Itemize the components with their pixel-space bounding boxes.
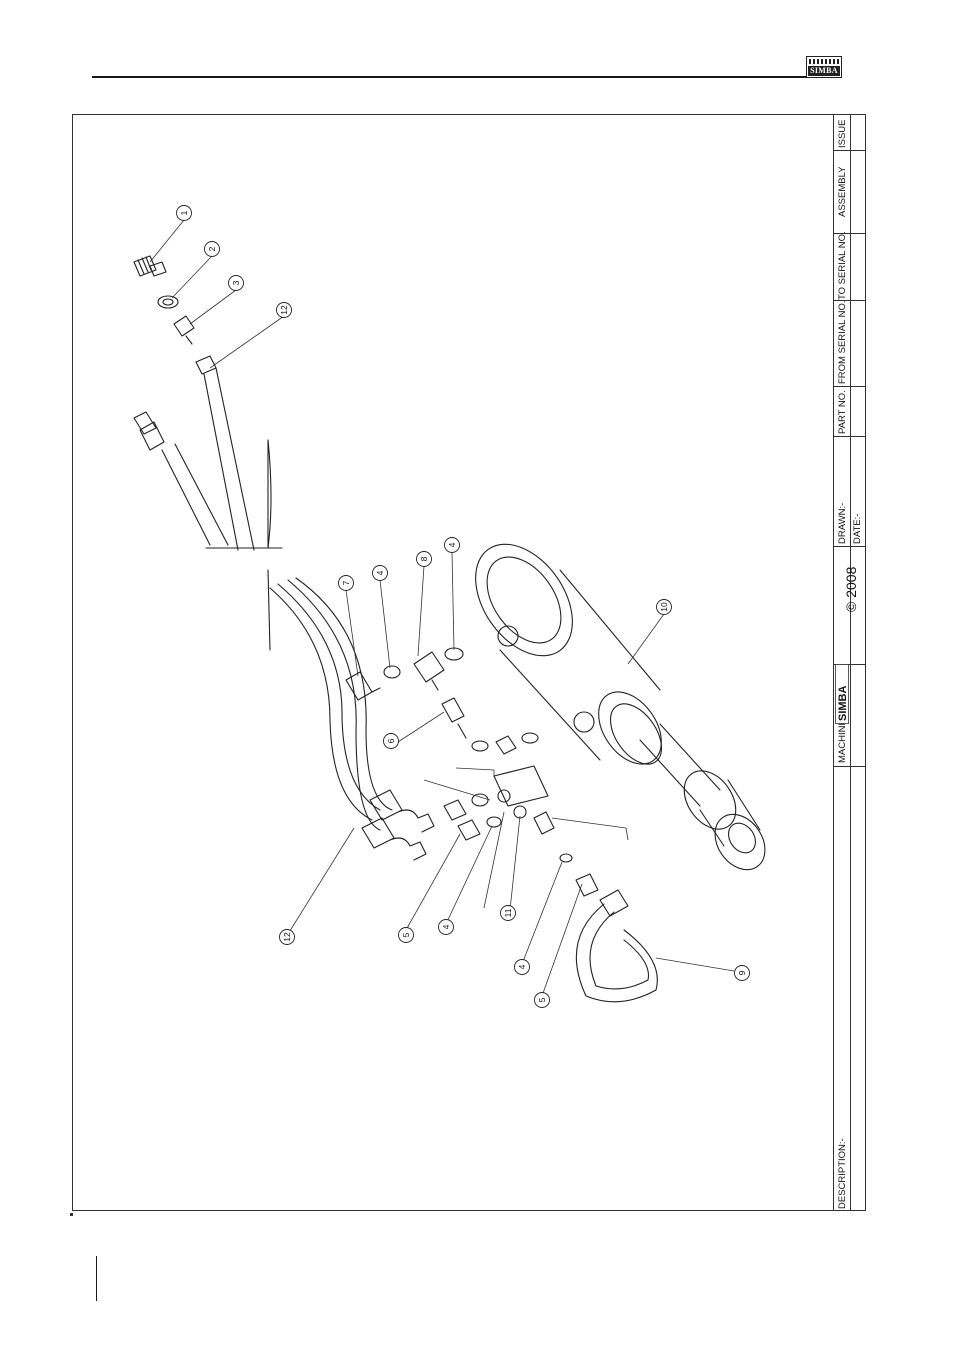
callout-balloon: 10 [657, 600, 672, 615]
valve-port [498, 790, 510, 802]
tee-fitting [414, 652, 444, 690]
callout-balloon: 4 [445, 538, 460, 553]
hose-upper [204, 368, 254, 550]
hose-upper-2 [162, 444, 228, 545]
callout-balloon: 12 [277, 303, 292, 318]
callout-number: 1 [179, 210, 189, 215]
callout-balloon: 9 [735, 966, 750, 981]
callout-balloon: 2 [205, 242, 220, 257]
callout-balloon: 3 [229, 276, 244, 291]
adaptor-fitting [496, 736, 516, 754]
quick-coupler [134, 256, 166, 276]
seal-ring-lower [472, 741, 488, 751]
callout-number: 2 [207, 246, 217, 251]
callout-number: 5 [537, 997, 547, 1002]
callout-number: 3 [231, 280, 241, 285]
callout-balloon: 11 [501, 906, 516, 921]
callout-balloon: 8 [417, 552, 432, 567]
callout-number: 11 [503, 908, 513, 917]
washer [158, 296, 178, 308]
washer-hole [163, 299, 173, 305]
seal-ring-side [522, 733, 538, 743]
valve-outlet [534, 812, 554, 834]
hose-loop-inner [590, 912, 649, 989]
callout-balloon: 6 [384, 734, 399, 749]
callout-balloon: 5 [535, 993, 550, 1008]
callout-number: 8 [419, 556, 429, 561]
callout-balloon: 1 [177, 206, 192, 221]
hose-end-elbow-b [362, 818, 426, 860]
callout-balloon: 4 [373, 566, 388, 581]
callout-number: 4 [375, 570, 385, 575]
seal-ring [384, 666, 400, 678]
callout-number: 6 [386, 738, 396, 743]
callout-number: 4 [441, 924, 451, 929]
callout-number: 12 [282, 932, 292, 942]
callout-balloon: 4 [515, 960, 530, 975]
callout-number: 10 [659, 602, 669, 612]
hose-end-elbow-a [370, 790, 434, 832]
adaptor [174, 316, 194, 344]
fitting [444, 800, 466, 820]
callout-number: 9 [737, 970, 747, 975]
break-line-lower [268, 570, 270, 650]
seal [472, 794, 488, 806]
hose-loop [576, 904, 657, 1002]
hose-lower-b-edge [296, 578, 392, 810]
callout-number: 5 [401, 932, 411, 937]
callout-balloon: 7 [339, 576, 354, 591]
hose-ferrule [196, 356, 216, 374]
callout-number: 12 [279, 305, 289, 315]
fitting [458, 820, 480, 840]
callout-number: 4 [517, 964, 527, 969]
union-fitting [442, 698, 466, 738]
valve-block [494, 766, 548, 806]
callout-number: 4 [447, 542, 457, 547]
callout-number: 7 [341, 580, 351, 585]
hose-coupler-lower [134, 412, 164, 450]
callout-balloon: 4 [439, 920, 454, 935]
seal-small [560, 854, 572, 862]
callout-balloon: 5 [399, 928, 414, 943]
callout-balloon: 12 [280, 930, 295, 945]
seal [487, 817, 501, 827]
